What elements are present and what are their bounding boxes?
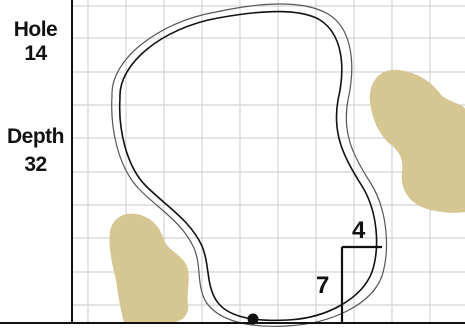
bunker-left	[109, 214, 188, 323]
pin-side-distance: 4	[352, 217, 366, 244]
pin-front-distance: 7	[316, 272, 329, 299]
approach-marker-dot	[248, 314, 259, 325]
bunker-right	[370, 70, 465, 213]
